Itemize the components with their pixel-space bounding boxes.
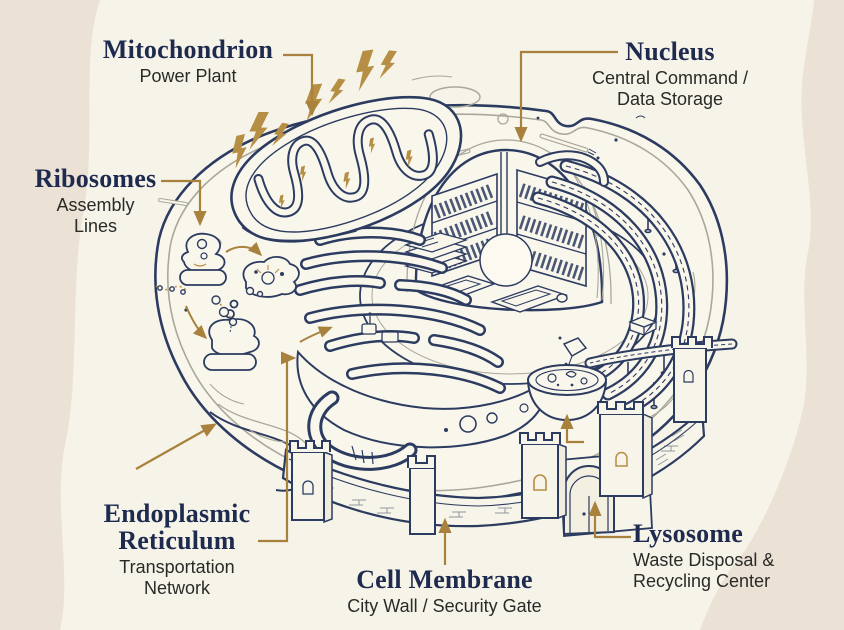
gatehouse-tower [597, 401, 653, 500]
label-endoplasmic-reticulum: Endoplasmic Reticulum Transportation Net… [72, 500, 282, 599]
pointer-ribosomes [161, 179, 207, 227]
er-front-band [296, 349, 547, 449]
pointer-mitochondrion [283, 53, 319, 117]
nucleus-title: Nucleus [625, 37, 715, 66]
nucleus-subtitle: Central Command / Data Storage [591, 68, 749, 109]
tower-illustration [671, 336, 713, 423]
pointer-lysosome-label [588, 500, 631, 539]
protein-machine [361, 312, 399, 343]
mitochondrion-outer [230, 95, 463, 243]
pointer-nucleus [514, 50, 618, 143]
ribosome-factory [242, 256, 300, 298]
waste-debris [547, 370, 588, 387]
er-tube-rings [351, 445, 374, 465]
assembly-flow-arrows [185, 241, 333, 343]
lysosome-illustration [527, 337, 607, 422]
ribosomes-title: Ribosomes [34, 164, 157, 193]
lysosome-subtitle: Waste Disposal & Recycling Center [633, 550, 775, 591]
cargo-cart [628, 316, 658, 336]
pointer-er-diagonal [135, 423, 217, 470]
waste-chute [562, 337, 588, 371]
mitochondrion-illustration [230, 95, 463, 243]
mitochondrion-inner [245, 107, 448, 233]
pointer-er [258, 351, 297, 543]
mitochondrion-subtitle: Power Plant [139, 66, 237, 87]
pointer-lysosome-bowl [560, 413, 584, 444]
dome-pole [500, 152, 508, 236]
tower-illustration [519, 432, 567, 520]
vesicle [429, 86, 481, 108]
cell-membrane-subtitle: City Wall / Security Gate [347, 596, 542, 617]
label-ribosomes: Ribosomes Assembly Lines [13, 165, 178, 237]
nucleus-core-sphere [479, 233, 533, 287]
cell-wall-illustration [281, 336, 713, 537]
amino-acid-chain [155, 285, 264, 327]
tower-illustration [289, 440, 333, 524]
ribosome-factory [203, 299, 260, 371]
ribosomes-subtitle: Assembly Lines [56, 195, 135, 236]
cell-membrane-title: Cell Membrane [356, 565, 533, 594]
mitochondrion-title: Mitochondrion [102, 35, 274, 64]
er-subtitle: Transportation Network [119, 557, 235, 598]
er-maze-illustration [296, 233, 547, 465]
lysosome-title: Lysosome [633, 519, 743, 548]
pointer-lines [135, 50, 631, 565]
label-mitochondrion: Mitochondrion Power Plant [63, 36, 313, 87]
ribosome-factory [179, 232, 227, 286]
ribosomes-illustration [155, 232, 399, 371]
tower-illustration [407, 455, 436, 535]
label-cell-membrane: Cell Membrane City Wall / Security Gate [322, 566, 567, 617]
label-nucleus: Nucleus Central Command / Data Storage [545, 38, 795, 110]
label-lysosome: Lysosome Waste Disposal & Recycling Cent… [633, 520, 823, 592]
er-title: Endoplasmic Reticulum [103, 499, 251, 556]
